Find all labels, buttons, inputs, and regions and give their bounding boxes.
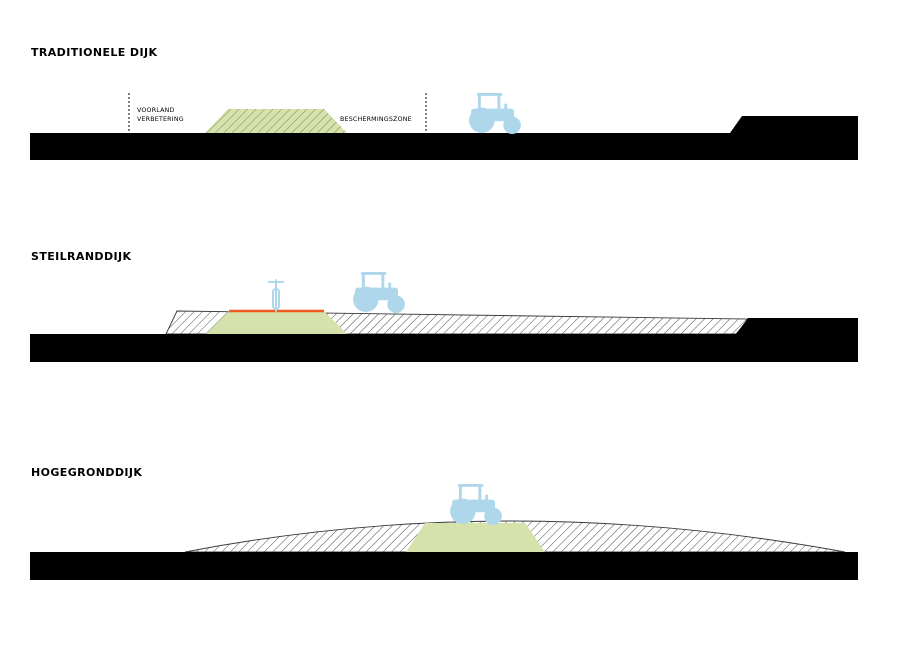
protection-zone-label: BESCHERMINGSZONE xyxy=(340,116,412,123)
bicycle-icon xyxy=(268,279,284,312)
panel-hogegronddijk: HOGEGRONDDIJK xyxy=(0,400,910,654)
panel-title: TRADITIONELE DIJK xyxy=(31,46,158,59)
tractor-icon xyxy=(353,272,405,313)
ground-profile xyxy=(30,552,858,580)
foreland-label-line2: VERBETERING xyxy=(137,116,184,123)
foreland-label-line1: VOORLAND xyxy=(137,107,175,114)
dike-core xyxy=(406,523,545,552)
traditionele-dijk-diagram: VOORLAND VERBETERING BESCHERMINGSZONE xyxy=(30,93,858,160)
panel-title: HOGEGRONDDIJK xyxy=(31,466,143,479)
dike-core xyxy=(205,109,347,133)
tractor-icon xyxy=(469,93,521,134)
panel-title: STEILRANDDIJK xyxy=(31,250,132,263)
hogegronddijk-diagram xyxy=(30,484,858,580)
ground-profile xyxy=(30,318,858,362)
ground-profile xyxy=(30,116,858,160)
steilranddijk-diagram xyxy=(30,272,858,362)
dike-core xyxy=(206,311,347,334)
panel-steilranddijk: STEILRANDDIJK xyxy=(0,200,910,400)
tractor-icon xyxy=(450,484,502,525)
panel-traditionele-dijk: TRADITIONELE DIJK VOORLAND VERBETERING B… xyxy=(0,0,910,200)
